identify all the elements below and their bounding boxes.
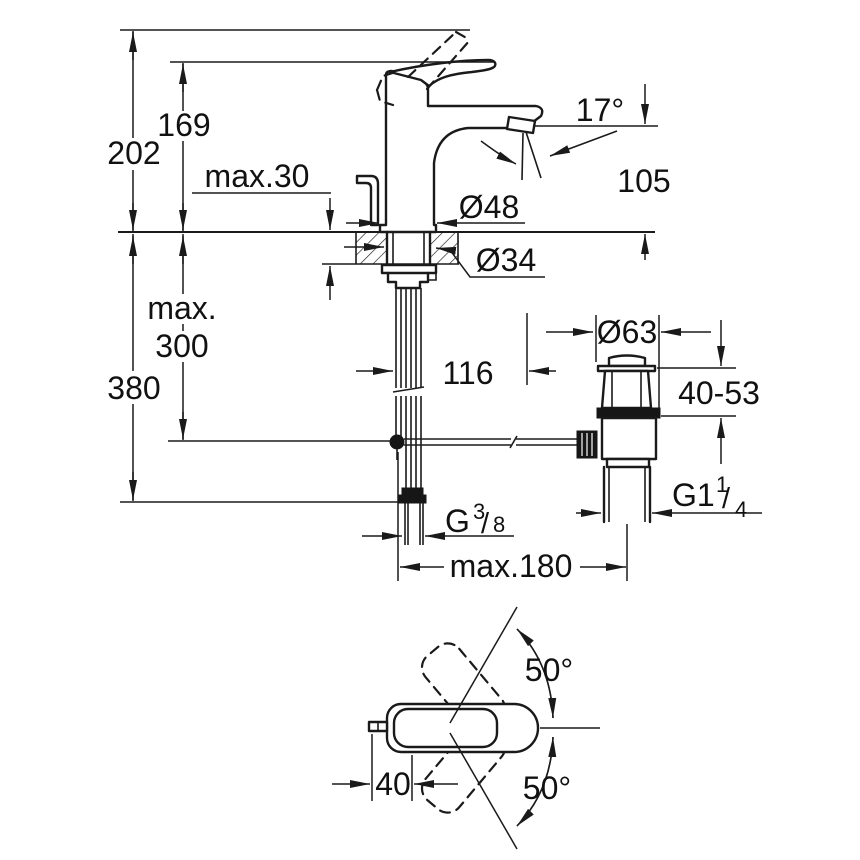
hole-diameter-label: Ø34 [476, 242, 536, 278]
clamping-range-label: 40-53 [678, 375, 760, 411]
hose-length-label: 380 [107, 370, 160, 406]
swing-lower-label: 50° [523, 770, 571, 806]
handle-top-view [367, 702, 540, 754]
handle-width-label: 40 [375, 766, 411, 802]
waste-diameter-label: Ø63 [597, 314, 657, 350]
spout-reach-label: 116 [442, 355, 493, 391]
popup-pull-rod [389, 434, 577, 460]
rod-reach-label: max.180 [450, 548, 573, 584]
mounting-hardware [380, 230, 438, 290]
swing-upper-label: 50° [525, 652, 573, 688]
dimension-lines [120, 29, 762, 581]
side-view: 202 169 max.30 17° 105 Ø48 Ø34 max. 300 … [107, 29, 762, 584]
supply-thread-denominator: 8 [493, 512, 505, 537]
waste-valve [576, 354, 661, 524]
waste-thread-label: G1 1 / 4 [672, 472, 747, 522]
waste-thread-base: G1 [672, 477, 715, 513]
dimension-labels: 202 169 max.30 17° 105 Ø48 Ø34 max. 300 … [107, 92, 760, 584]
supply-hoses [392, 288, 427, 545]
faucet-body [355, 30, 618, 234]
deck-thickness-label: max.30 [205, 158, 310, 194]
swing-annotation [449, 606, 600, 850]
handle-swung-down-dashed [420, 721, 507, 814]
handle-swung-up-dashed [420, 642, 507, 735]
top-view-labels: 40 50° 50° [375, 652, 573, 806]
spout-angle-label: 17° [576, 92, 624, 128]
supply-thread-numerator: 3 [473, 499, 485, 524]
rod-depth-prefix-label: max. [147, 290, 216, 326]
aerator [505, 115, 537, 135]
stream-lines [480, 130, 618, 181]
spout-height-label: 105 [617, 163, 670, 199]
supply-thread-slash: / [481, 508, 490, 540]
rod-depth-value-label: 300 [155, 328, 208, 364]
handle-width-dimension [332, 734, 458, 801]
lever-raised-dashed [375, 30, 472, 107]
waste-thread-slash: / [722, 483, 731, 515]
supply-thread-base: G [445, 503, 470, 539]
popup-knob [355, 174, 380, 227]
hose-connector-nut [398, 487, 427, 545]
waste-thread-denominator: 4 [735, 497, 747, 522]
base-diameter-label: Ø48 [459, 189, 519, 225]
body-height-label: 169 [157, 107, 210, 143]
waste-thread-numerator: 1 [716, 472, 728, 497]
top-view: 40 50° 50° [332, 606, 600, 850]
total-height-label: 202 [107, 135, 160, 171]
supply-thread-label: G 3 / 8 [445, 499, 505, 540]
